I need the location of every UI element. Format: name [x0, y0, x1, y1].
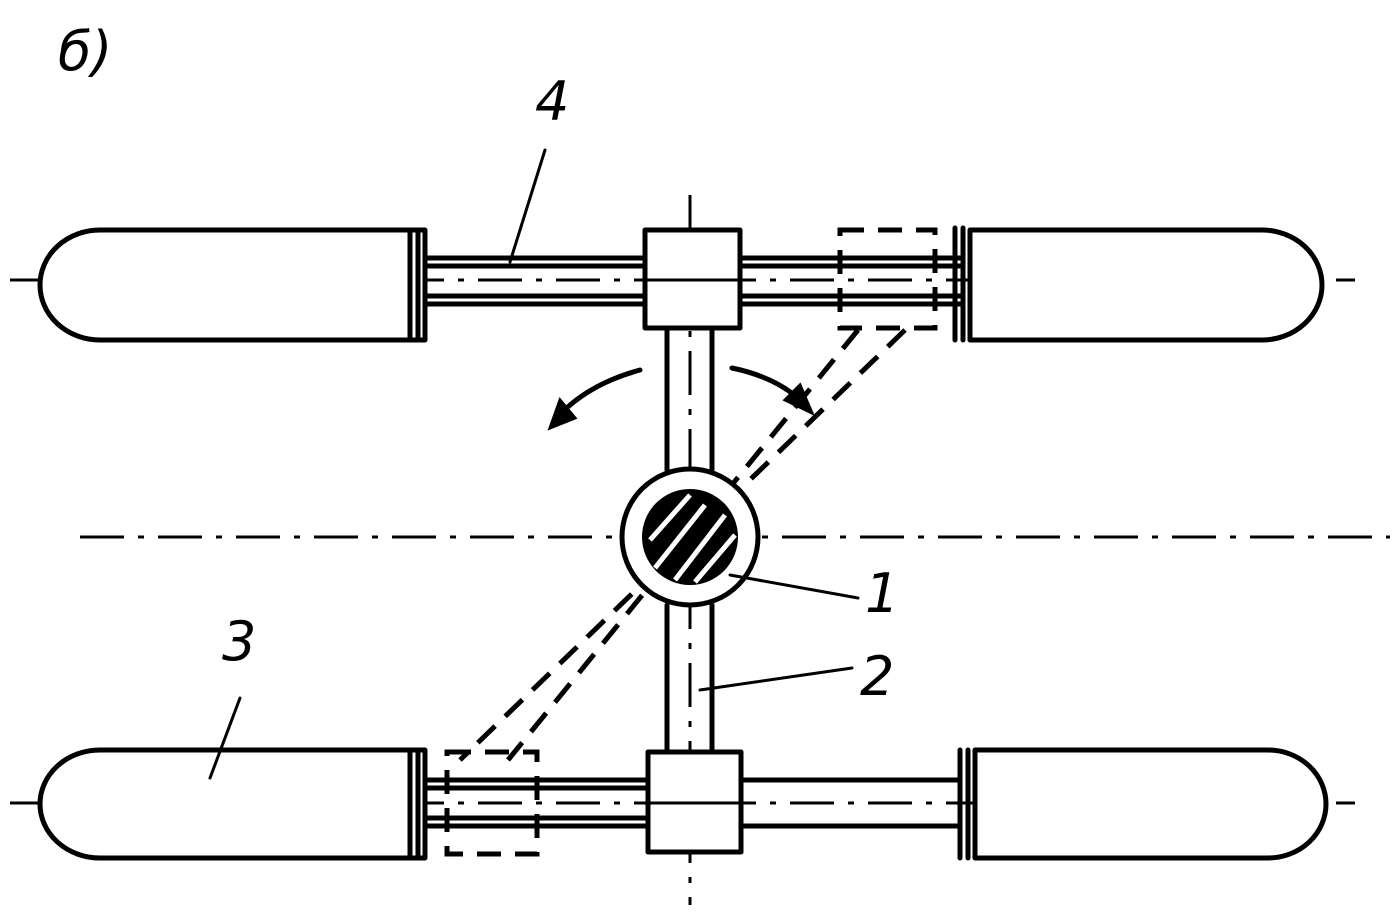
roller-bottom-left	[37, 747, 428, 861]
arrow-right-head	[782, 382, 815, 417]
leader-lines	[208, 148, 860, 780]
label-roller: 3	[222, 610, 256, 673]
label-arm: 2	[860, 645, 894, 708]
vertical-arm	[664, 325, 715, 755]
leader-axle	[508, 148, 547, 264]
roller-top-right	[967, 227, 1325, 343]
leader-arm	[698, 666, 854, 692]
roller-bottom-right	[972, 747, 1329, 861]
shaft-section	[642, 489, 738, 585]
label-axle: 4	[535, 70, 569, 133]
shaft-hatch-3	[648, 493, 692, 542]
shaft-hatch-4	[693, 533, 737, 584]
hub-bottom-alt-position	[444, 749, 540, 857]
label-shaft: 1	[865, 562, 899, 625]
arrow-left-head	[547, 397, 578, 431]
hub-top-alt-position	[837, 227, 938, 331]
shaft-hatch-2	[673, 513, 727, 582]
rotation-arrows	[547, 365, 815, 431]
leader-roller	[208, 696, 242, 780]
leader-shaft	[728, 573, 860, 600]
panel-label: б)	[58, 20, 112, 83]
bottom-assembly	[37, 747, 1329, 861]
top-assembly	[37, 225, 1325, 343]
shaft-hatch-1	[653, 503, 707, 570]
roller-top-left	[37, 227, 428, 343]
shaft	[619, 466, 761, 608]
